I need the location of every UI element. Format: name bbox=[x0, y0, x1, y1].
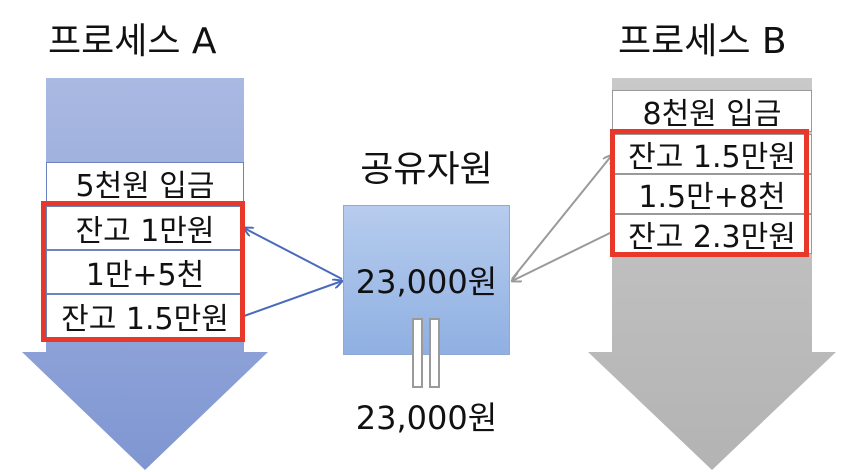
process-b-step-add: 1.5만+8천 bbox=[612, 174, 812, 215]
process-b-deposit: 8천원 입금 bbox=[612, 90, 812, 132]
shared-resource-result: 23,000원 bbox=[355, 399, 498, 437]
process-b-step-result: 잔고 2.3만원 bbox=[612, 214, 812, 255]
shared-resource-value: 23,000원 bbox=[355, 263, 498, 301]
process-a-critical-section bbox=[41, 201, 245, 342]
equals-sign-right-bar bbox=[429, 318, 440, 388]
process-b-critical-section bbox=[610, 129, 809, 257]
process-b-step-balance: 잔고 1.5만원 bbox=[612, 134, 812, 175]
process-a-step-balance: 잔고 1만원 bbox=[46, 206, 244, 250]
arrow-shared-to-a-read bbox=[244, 228, 343, 280]
arrow-b-write-to-shared bbox=[512, 231, 613, 281]
shared-resource-title: 공유자원 bbox=[360, 149, 493, 190]
arrow-a-write-to-shared bbox=[243, 281, 342, 317]
process-a-step-result: 잔고 1.5만원 bbox=[46, 294, 244, 338]
process-a-step-add: 1만+5천 bbox=[46, 250, 244, 294]
process-b-title: 프로세스 B bbox=[618, 21, 787, 62]
process-a-title: 프로세스 A bbox=[48, 21, 217, 62]
process-a-deposit: 5천원 입금 bbox=[46, 162, 244, 204]
arrow-shared-to-b-read bbox=[511, 155, 612, 280]
shared-resource-box: 23,000원 bbox=[343, 205, 510, 355]
equals-sign-left-bar bbox=[412, 318, 423, 388]
